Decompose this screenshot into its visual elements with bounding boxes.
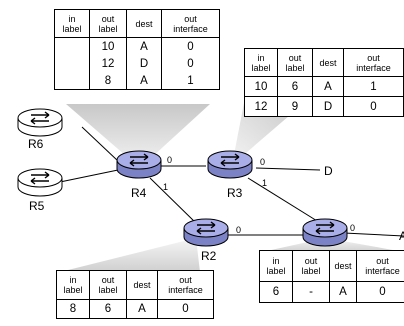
link-r4-r2 <box>149 177 199 226</box>
cell-dest: A <box>126 37 162 55</box>
table-header-row: in label out label dest out interface <box>259 250 404 282</box>
r3-interface-0-label: 0 <box>260 157 265 167</box>
router-r3 <box>207 150 253 179</box>
router-r5 <box>17 168 63 197</box>
header-in-label: in label <box>244 48 278 77</box>
cell-dest: A <box>312 76 344 97</box>
r3-forwarding-table: in label out label dest out interface 10… <box>244 48 404 117</box>
r3-table-callout <box>232 103 304 165</box>
table-header-row: in label out label dest out interface <box>244 48 404 77</box>
cell-in-label: 10 <box>244 76 278 97</box>
label-r2: R2 <box>201 249 217 263</box>
r2-interface-0-label: 0 <box>236 225 241 235</box>
table-header-row: in label out label dest out interface <box>54 9 220 38</box>
cell-out-interface: 0 <box>157 299 214 319</box>
header-dest: dest <box>312 48 344 77</box>
cell-dest: A <box>329 281 357 303</box>
header-out-interface: out interface <box>356 250 404 282</box>
table-row: 12 9 D 0 <box>244 96 404 117</box>
router-right <box>302 218 348 247</box>
router-r6 <box>17 108 63 137</box>
label-r4: R4 <box>131 186 147 200</box>
label-a: A <box>399 229 404 243</box>
cell-in-label <box>54 55 90 72</box>
router-r2 <box>183 218 229 247</box>
r4-table-callout <box>66 104 210 168</box>
table-row: 10 A 0 <box>54 37 220 55</box>
cell-in-label: 12 <box>244 96 278 117</box>
router-r4 <box>116 150 162 179</box>
cell-in-label: 8 <box>56 299 90 319</box>
header-out-label: out label <box>292 250 330 282</box>
link-r3-d <box>255 167 321 171</box>
header-dest: dest <box>126 9 162 38</box>
r3-interface-1-label: 1 <box>262 178 267 188</box>
cell-out-interface: 1 <box>343 76 404 97</box>
cell-out-interface: 0 <box>356 281 404 303</box>
cell-out-label: 10 <box>89 37 127 55</box>
cell-out-interface: 0 <box>343 96 404 117</box>
table-row: 8 6 A 0 <box>56 299 214 319</box>
cell-dest: A <box>126 72 162 90</box>
label-d: D <box>324 164 333 178</box>
cell-dest: D <box>126 55 162 72</box>
cell-dest: A <box>126 299 158 319</box>
right-router-forwarding-table: in label out label dest out interface 6 … <box>259 250 404 303</box>
header-out-label: out label <box>89 270 127 300</box>
r4-forwarding-table: in label out label dest out interface 10… <box>54 9 220 90</box>
header-out-label: out label <box>277 48 313 77</box>
cell-out-interface: 1 <box>161 72 220 90</box>
header-out-interface: out interface <box>157 270 214 300</box>
cell-out-interface: 0 <box>161 55 220 72</box>
r2-table-callout <box>60 238 200 272</box>
header-in-label: in label <box>259 250 293 282</box>
table-row: 12 D 0 <box>54 55 220 72</box>
header-out-label: out label <box>89 9 127 38</box>
link-r3-right-router <box>247 177 323 225</box>
cell-in-label: 6 <box>259 281 293 303</box>
link-right-router-a <box>343 232 404 237</box>
cell-out-label: - <box>292 281 330 303</box>
table-header-row: in label out label dest out interface <box>56 270 214 300</box>
table-row: 8 A 1 <box>54 72 220 90</box>
table-row: 6 - A 0 <box>259 281 404 303</box>
r4-interface-1-label: 1 <box>163 182 168 192</box>
cell-out-interface: 0 <box>161 37 220 55</box>
header-dest: dest <box>329 250 357 282</box>
cell-out-label: 6 <box>277 76 313 97</box>
link-r6-r4 <box>81 126 119 162</box>
label-r3: R3 <box>227 186 243 200</box>
label-r6: R6 <box>28 137 44 151</box>
cell-out-label: 8 <box>89 72 127 90</box>
table-row: 10 6 A 1 <box>244 76 404 97</box>
header-out-interface: out interface <box>161 9 220 38</box>
r2-forwarding-table: in label out label dest out interface 8 … <box>56 270 214 319</box>
cell-dest: D <box>312 96 344 117</box>
r4-interface-0-label: 0 <box>167 155 172 165</box>
cell-out-label: 12 <box>89 55 127 72</box>
header-dest: dest <box>126 270 158 300</box>
label-r5: R5 <box>29 199 45 213</box>
cell-in-label <box>54 37 90 55</box>
right-router-interface-0-label: 0 <box>350 223 355 233</box>
cell-out-label: 9 <box>277 96 313 117</box>
link-r5-r4 <box>59 169 119 183</box>
cell-in-label <box>54 72 90 90</box>
header-in-label: in label <box>54 9 90 38</box>
cell-out-label: 6 <box>89 299 127 319</box>
header-in-label: in label <box>56 270 90 300</box>
header-out-interface: out interface <box>343 48 404 77</box>
